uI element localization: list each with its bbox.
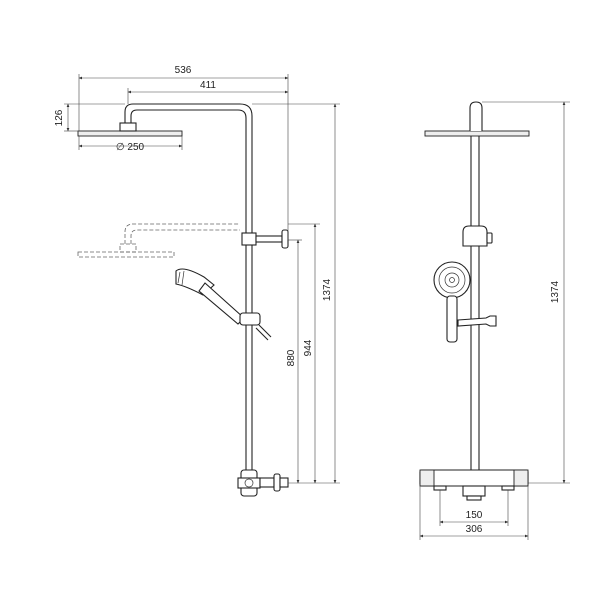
overhead-shower-top [77, 103, 253, 470]
dim-536-label: 536 [175, 65, 192, 76]
dim-250-label: ∅ 250 [116, 142, 145, 153]
front-head-plate [424, 130, 530, 137]
dim-126-label: 126 [54, 109, 65, 126]
dim-944-label: 944 [303, 339, 314, 356]
side-view: 536 411 126 ∅ 250 1374 944 880 [54, 65, 340, 497]
front-dimensions [419, 101, 570, 540]
front-thermostatic-mixer [419, 469, 529, 501]
dim-411-label: 411 [200, 80, 216, 91]
front-hand-shower [433, 261, 497, 343]
dim-306-label: 306 [466, 524, 483, 535]
dim-1374-right-label: 1374 [550, 280, 561, 303]
bottom-mixer [237, 469, 289, 497]
front-upper-bracket [462, 225, 493, 247]
hand-shower [175, 268, 272, 341]
side-dimensions [64, 74, 340, 484]
dim-1374-left-label: 1374 [322, 278, 333, 301]
dim-880-label: 880 [286, 349, 297, 366]
front-view: 1374 150 306 [419, 101, 570, 540]
dim-150-label: 150 [466, 510, 483, 521]
column-bracket [241, 229, 289, 249]
overhead-shower-lowered [77, 223, 240, 258]
